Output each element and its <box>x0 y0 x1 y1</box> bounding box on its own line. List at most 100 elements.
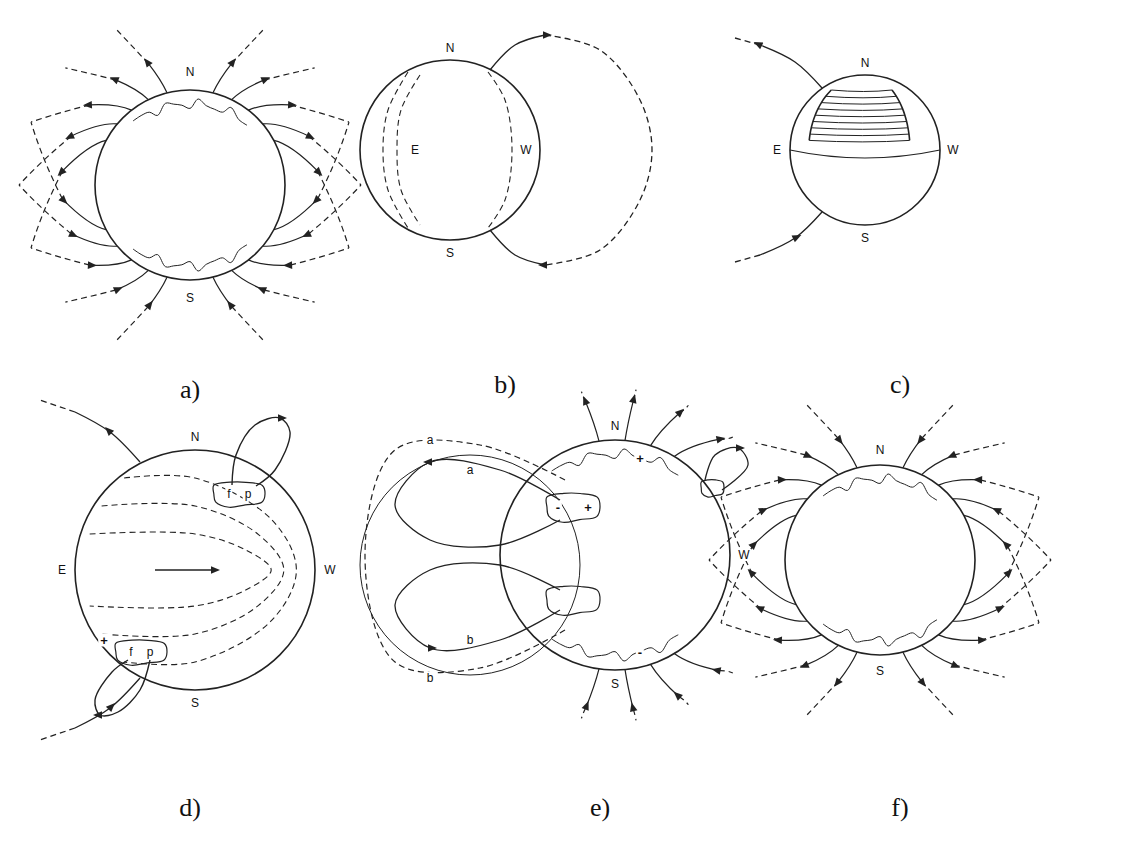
arrow-head <box>538 261 547 269</box>
field-letter: S <box>189 697 201 709</box>
sun-disk <box>790 75 940 225</box>
field-letter: W <box>945 144 960 156</box>
field-line <box>780 635 822 641</box>
polar-boundary <box>133 245 247 271</box>
active-region <box>546 586 600 615</box>
field-line <box>998 560 1051 609</box>
field-line <box>31 171 63 248</box>
active-region <box>701 480 724 498</box>
field-line <box>213 64 232 93</box>
arrow-head <box>58 195 67 204</box>
arrow-head <box>305 132 315 139</box>
arrow-head <box>758 508 768 515</box>
arrow-head <box>995 606 1005 613</box>
toroidal-band <box>813 122 907 124</box>
field-line <box>148 64 167 93</box>
field-line <box>953 609 999 621</box>
arrow-head <box>917 435 926 444</box>
field-line <box>317 171 349 248</box>
field-letter: W <box>322 564 337 576</box>
arrow-head <box>778 476 787 484</box>
bipolar-loop <box>395 563 560 651</box>
field-letter: W <box>736 549 751 561</box>
field-letter: f <box>127 646 134 658</box>
panel-label: e) <box>590 795 610 821</box>
field-letter: - <box>554 501 562 514</box>
field-letter: + <box>582 501 594 514</box>
field-line <box>117 30 148 63</box>
field-line <box>735 255 760 262</box>
field-line <box>117 306 148 339</box>
arrow-head <box>257 287 267 294</box>
field-letter: p <box>145 646 156 658</box>
field-line <box>954 665 1005 677</box>
bipolar-loop <box>232 417 290 486</box>
polar-boundary <box>133 99 247 125</box>
field-line <box>807 681 838 714</box>
subsurface-field <box>488 72 512 228</box>
toroidal-field <box>124 475 296 664</box>
arrow-head <box>748 569 757 578</box>
arrow-head <box>423 458 432 466</box>
arrow-head <box>947 451 957 458</box>
arrow-head <box>211 566 220 574</box>
field-line <box>31 105 90 122</box>
field-line <box>753 574 797 605</box>
field-line <box>953 499 999 511</box>
arrow-head <box>144 301 153 310</box>
sun-disk <box>75 450 315 690</box>
field-line <box>263 124 309 136</box>
arrow-head <box>227 58 236 67</box>
field-line <box>490 35 545 70</box>
field-letter: N <box>189 431 202 443</box>
field-letter: E <box>56 564 68 576</box>
field-letter: a <box>425 434 436 446</box>
panel-label: d) <box>179 795 201 821</box>
field-line <box>274 140 318 171</box>
toroidal-band <box>892 90 910 140</box>
field-line <box>903 652 922 681</box>
field-line <box>263 234 309 246</box>
polar-boundary <box>552 635 679 661</box>
field-line <box>232 30 263 63</box>
field-line <box>317 122 349 199</box>
arrow-head <box>834 677 843 686</box>
toroidal-band <box>826 96 897 98</box>
field-line <box>40 400 75 412</box>
field-line <box>922 681 953 714</box>
field-letter: S <box>859 232 871 244</box>
outer-loop <box>365 440 565 673</box>
field-letter: N <box>859 57 872 69</box>
polar-boundary <box>823 620 937 646</box>
equator-line <box>790 150 940 158</box>
field-letter: N <box>444 42 457 54</box>
rotation-arrow <box>155 569 213 570</box>
arrow-head <box>113 287 123 294</box>
field-line <box>755 443 806 455</box>
field-letter: - <box>636 646 644 659</box>
panel-label: b) <box>494 372 516 398</box>
field-letter: S <box>874 665 886 677</box>
arrow-head <box>973 476 982 484</box>
field-line <box>19 185 72 234</box>
field-line <box>721 623 780 640</box>
field-line <box>625 401 633 441</box>
field-line <box>90 260 132 266</box>
field-line <box>922 645 954 665</box>
toroidal-band <box>809 90 831 140</box>
toroidal-band <box>810 134 909 136</box>
field-line <box>762 609 808 621</box>
field-letter: N <box>184 66 197 78</box>
field-line <box>75 678 140 728</box>
field-line <box>232 80 264 100</box>
field-letter: N <box>874 444 887 456</box>
arrow-head <box>736 444 745 452</box>
field-line <box>980 480 1039 497</box>
field-letter: f <box>225 488 232 500</box>
field-line <box>838 652 857 681</box>
arrow-head <box>755 606 765 613</box>
bipolar-loop <box>395 459 560 547</box>
active-region <box>546 493 600 522</box>
field-letter: S <box>444 247 456 259</box>
field-line <box>490 230 545 265</box>
